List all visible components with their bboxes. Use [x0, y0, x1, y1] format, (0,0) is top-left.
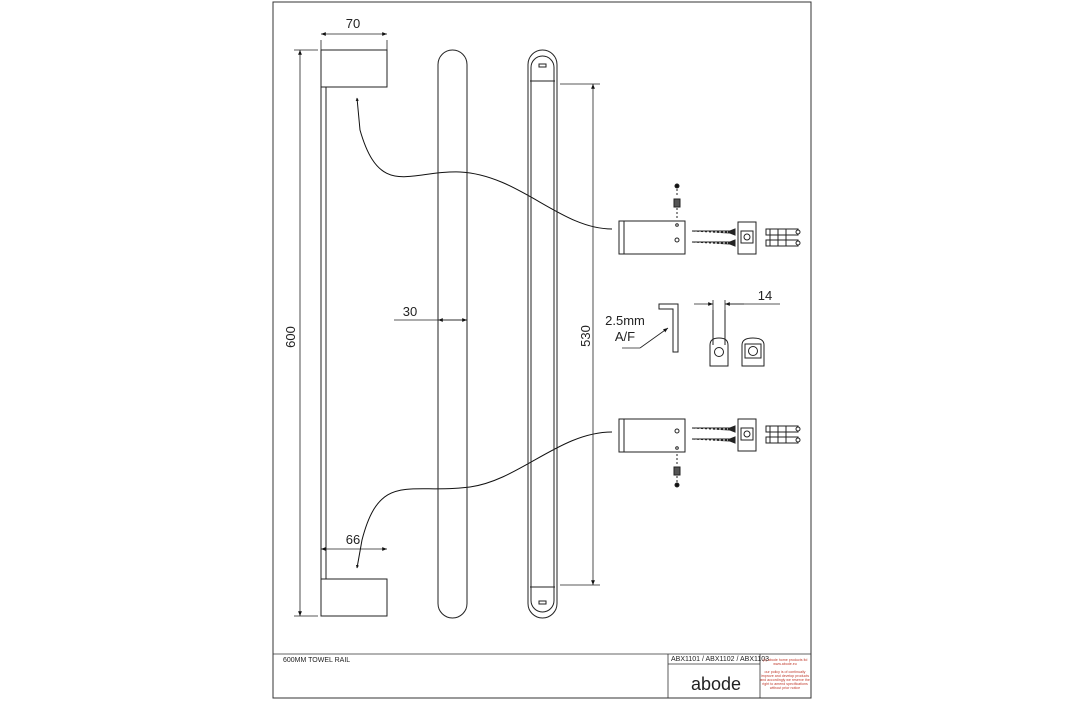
bottom-fixing-assembly	[618, 418, 801, 488]
svg-text:without prior notice: without prior notice	[770, 686, 800, 690]
allen-key-leader	[639, 327, 669, 349]
dim-30-label: 30	[403, 304, 417, 319]
svg-text:www.abode.eu: www.abode.eu	[773, 662, 797, 666]
brand-logo: abode	[691, 674, 741, 694]
allen-key-icon	[658, 303, 679, 353]
rail-rear-view	[527, 49, 558, 619]
side-view	[320, 49, 388, 617]
product-name: 600MM TOWEL RAIL	[283, 657, 350, 664]
allen-key-type-label: A/F	[615, 329, 635, 344]
leader-curve-bottom	[355, 431, 613, 569]
svg-text:right to amend specifications: right to amend specifications	[762, 682, 808, 686]
dim-530-label: 530	[578, 325, 593, 347]
svg-text:improve and develop products: improve and develop products	[761, 674, 809, 678]
leader-curve-top	[355, 97, 613, 230]
sheet-border	[272, 1, 812, 699]
svg-text:and accordingly we reserve the: and accordingly we reserve the	[760, 678, 810, 682]
allen-key-size-label: 2.5mm	[605, 313, 645, 328]
svg-text:(c) abode home products ltd: (c) abode home products ltd	[763, 658, 808, 662]
product-codes: ABX1101 / ABX1102 / ABX1103	[671, 656, 769, 663]
dim-70-label: 70	[346, 16, 360, 31]
dim-14-label: 14	[758, 288, 772, 303]
rail-front-view	[437, 49, 468, 619]
title-block	[273, 653, 811, 698]
bottom-bracket-side	[320, 578, 388, 617]
top-bracket-side	[320, 49, 388, 88]
dim-66-label: 66	[346, 532, 360, 547]
dim-70	[320, 32, 388, 50]
dim-14	[694, 300, 780, 310]
top-fixing-assembly	[618, 183, 801, 255]
disclaimer-note: (c) abode home products ltd www.abode.eu…	[760, 658, 810, 690]
dim-600	[294, 49, 318, 617]
dim-530	[560, 83, 600, 586]
bracket-detail	[709, 310, 765, 367]
dim-600-label: 600	[283, 326, 298, 348]
svg-text:our policy is of continually: our policy is of continually	[765, 670, 806, 674]
